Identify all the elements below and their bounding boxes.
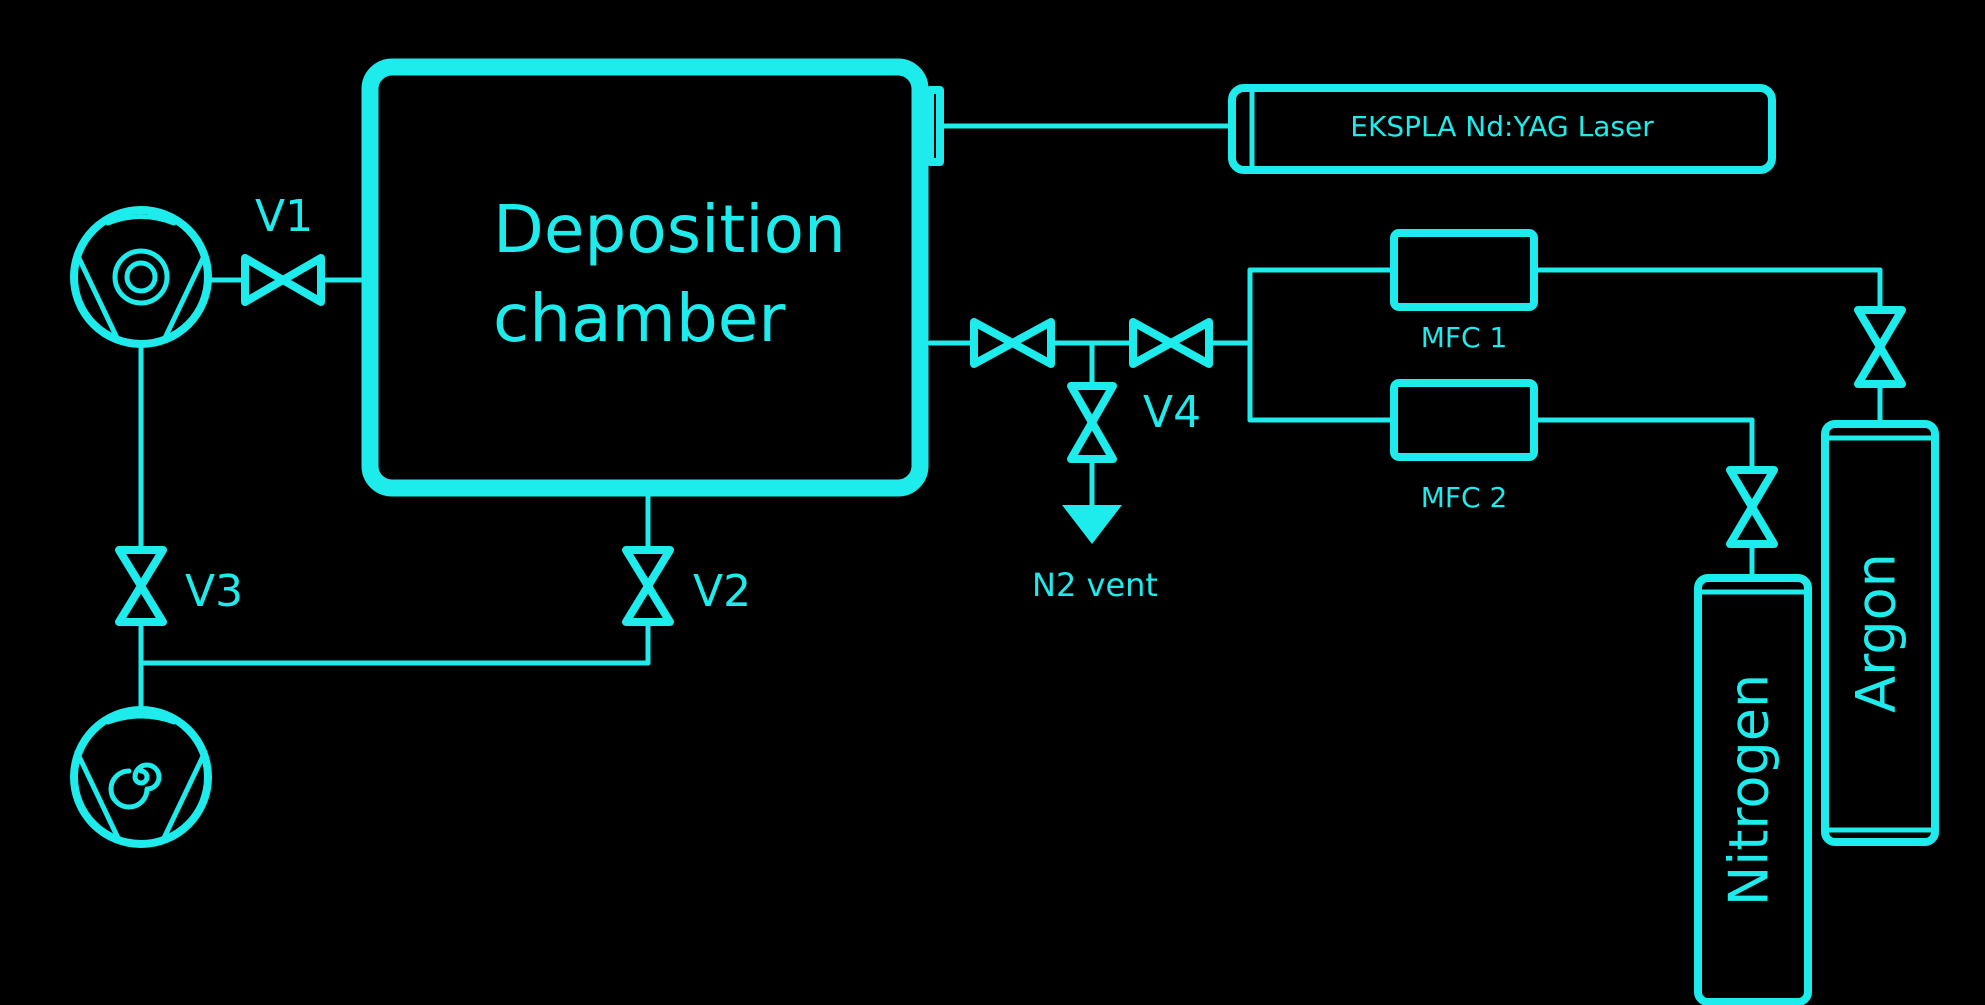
turbo-pump-icon <box>70 206 212 348</box>
mfc-1 <box>1390 229 1538 311</box>
valve-icon-v2 <box>622 546 674 626</box>
scroll-pump-icon <box>70 706 212 848</box>
valve-icon-v4 <box>1129 318 1213 368</box>
valve-icon-nitrogen <box>1726 466 1778 548</box>
deposition-chamber: Deposition chamber <box>361 58 944 497</box>
argon-label: Argon <box>1845 553 1908 713</box>
mfc-1-box <box>1390 229 1538 311</box>
chamber-outline <box>361 58 929 497</box>
chamber-label-line1: Deposition <box>493 191 846 268</box>
v4-label: V4 <box>1143 387 1201 438</box>
gas-cylinder-icon-nitrogen <box>1694 574 1812 1005</box>
mfc-2-box <box>1390 379 1538 461</box>
valve-icon-v3 <box>115 546 167 626</box>
v3-label: V3 <box>185 566 243 617</box>
laser-body <box>1228 84 1776 174</box>
v1-label: V1 <box>255 191 313 242</box>
laser: EKSPLA Nd:YAG Laser <box>937 84 1776 174</box>
pump-lines <box>138 277 651 713</box>
valve-icon-inlet <box>970 318 1055 368</box>
gas-cylinder-icon-argon <box>1821 420 1939 846</box>
mfc-2-label: MFC 2 <box>1421 481 1508 514</box>
laser-label: EKSPLA Nd:YAG Laser <box>1350 110 1654 143</box>
nitrogen-label: Nitrogen <box>1718 674 1781 906</box>
vent-arrow-icon <box>1062 505 1122 544</box>
valve-icon-vent <box>1067 382 1117 463</box>
valve-icon-argon <box>1854 306 1906 388</box>
v2-label: V2 <box>693 566 751 617</box>
n2-vent-label: N2 vent <box>1032 566 1158 604</box>
chamber-label-line2: chamber <box>493 280 786 357</box>
valve-icon-v1 <box>241 254 325 306</box>
mfc-1-label: MFC 1 <box>1421 321 1508 354</box>
gas-inlet-lines <box>927 267 1883 581</box>
mfc-2 <box>1390 379 1538 461</box>
